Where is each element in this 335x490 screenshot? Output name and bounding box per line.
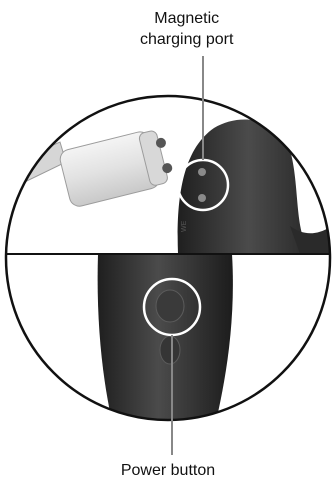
- magnified-view: WE: [0, 90, 335, 430]
- charging-port-label: Magnetic charging port: [140, 8, 233, 50]
- port-contact: [198, 168, 206, 176]
- device-embossing: WE: [181, 220, 188, 232]
- power-button: [156, 290, 184, 322]
- charging-port-label-line1: Magnetic: [140, 8, 233, 29]
- charging-port-label-line2: charging port: [140, 29, 233, 50]
- power-button-label: Power button: [108, 460, 228, 481]
- port-contact: [198, 194, 206, 202]
- secondary-button: [160, 336, 180, 364]
